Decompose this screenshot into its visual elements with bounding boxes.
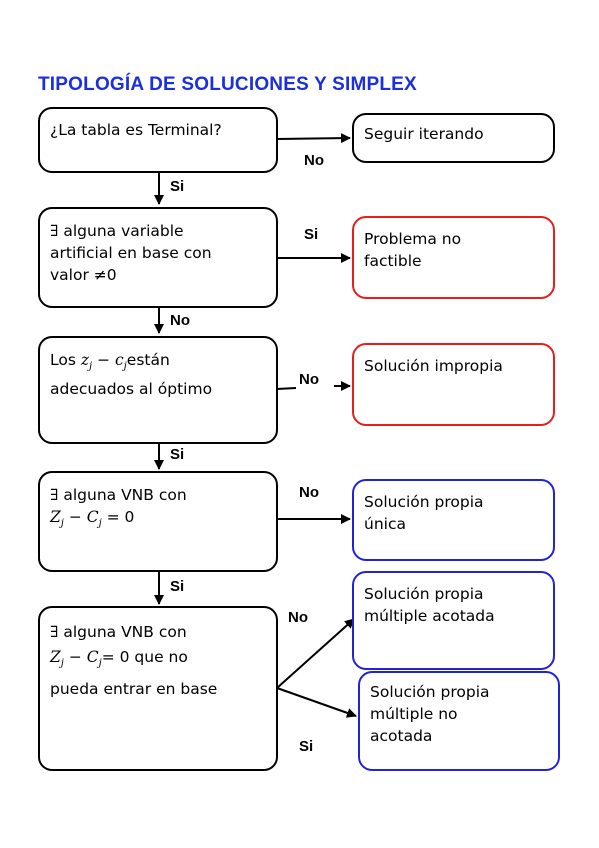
outcome-multiple-unbounded: Solución propia múltiple no acotada <box>358 671 560 771</box>
label-d2-si: Si <box>304 226 319 243</box>
exists-symbol: ∃ <box>50 222 59 240</box>
label-d1-no: No <box>304 152 324 169</box>
decision-vnb-cannot-enter: ∃ alguna VNB con Zj − Cj= 0 que no pueda… <box>38 606 278 771</box>
exists-symbol: ∃ <box>50 623 59 641</box>
arrow-d5-to-o5 <box>276 618 355 689</box>
label-d5-no: No <box>288 609 308 626</box>
outcome-infeasible: Problema no factible <box>352 216 555 299</box>
label-d4-no: No <box>299 484 319 501</box>
decision-terminal: ¿La tabla es Terminal? <box>38 107 278 173</box>
label-d1-si: Si <box>170 178 185 195</box>
decision-optimal-costs: Los zj − cjestán adecuados al óptimo <box>38 336 278 444</box>
decision-artificial-variable: ∃ alguna variable artificial en base con… <box>38 207 278 308</box>
label-d4-si: Si <box>170 578 185 595</box>
decision-vnb-zero: ∃ alguna VNB con Zj − Cj = 0 <box>38 471 278 572</box>
neq-symbol: ≠ <box>93 266 107 284</box>
outcome-keep-iterating: Seguir iterando <box>352 113 555 163</box>
arrow-d5-to-o6 <box>276 687 357 718</box>
outcome-multiple-bounded: Solución propia múltiple acotada <box>352 571 555 670</box>
arrow-d1-to-o1 <box>276 133 351 144</box>
label-d3-si: Si <box>170 446 185 463</box>
decision-terminal-text: ¿La tabla es Terminal? <box>50 121 222 139</box>
label-d2-no: No <box>170 312 190 329</box>
label-d5-si: Si <box>299 738 314 755</box>
outcome-unique-solution: Solución propia única <box>352 479 555 561</box>
arrow-d3-to-no <box>276 387 297 390</box>
exists-symbol: ∃ <box>50 486 59 504</box>
outcome-improper-solution: Solución impropia <box>352 343 555 426</box>
diagram-title: TIPOLOGÍA DE SOLUCIONES Y SIMPLEX <box>38 74 417 95</box>
label-d3-no: No <box>299 371 319 388</box>
